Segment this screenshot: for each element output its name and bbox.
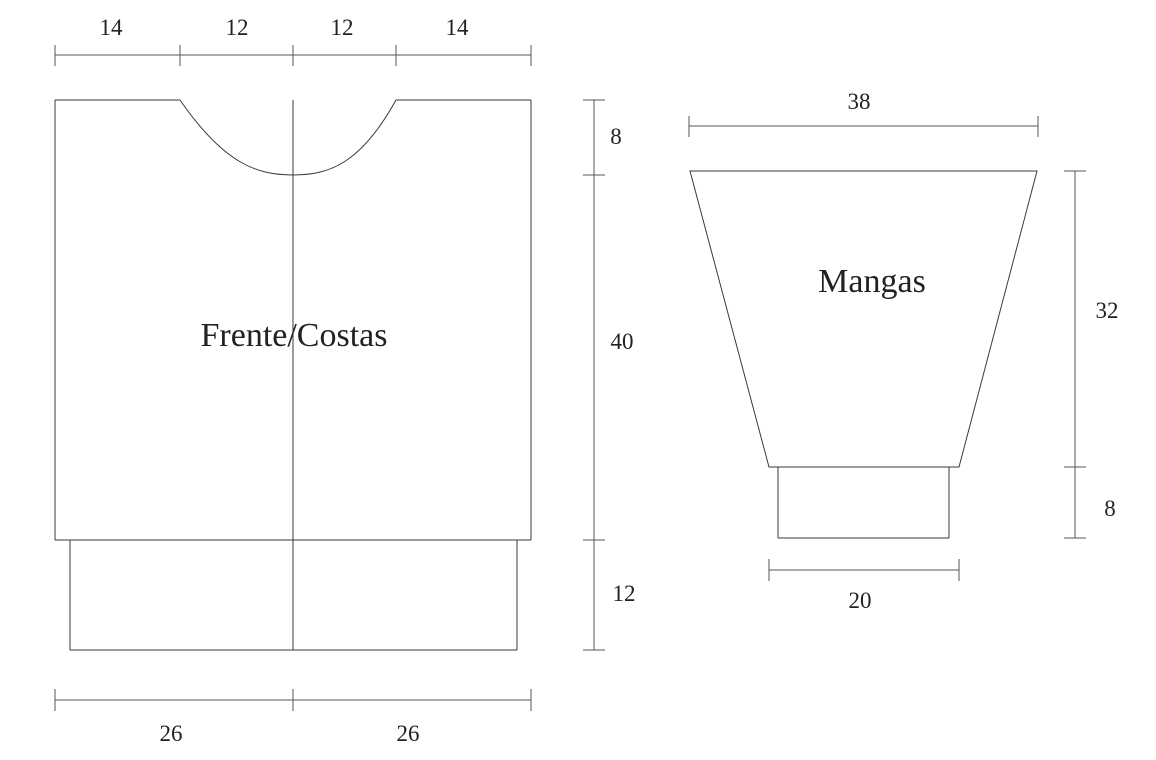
cuff-width-dimension: 20 <box>768 559 960 613</box>
sleeve-cuff <box>777 467 950 539</box>
rib-length-label: 12 <box>613 581 636 606</box>
bottom-width-dimension: 26 26 <box>54 689 532 746</box>
top-width-label-2: 12 <box>226 15 249 40</box>
sleeve-panel: 38 Mangas 32 8 20 <box>688 89 1119 613</box>
sleeve-height-dimension: 32 8 <box>1064 170 1119 539</box>
sleeve-outline <box>689 170 1038 468</box>
top-width-label-4: 14 <box>446 15 470 40</box>
sleeve-top-width-dimension: 38 <box>688 89 1039 137</box>
top-width-label-1: 14 <box>100 15 124 40</box>
sleeve-title: Mangas <box>818 263 926 300</box>
neckline-curve <box>179 99 397 176</box>
cuff-length-label: 8 <box>1104 496 1116 521</box>
front-back-title: Frente/Costas <box>201 317 388 354</box>
body-length-label: 40 <box>611 329 634 354</box>
bottom-width-label-2: 26 <box>397 721 420 746</box>
neck-depth-label: 8 <box>610 124 622 149</box>
body-ribbing <box>69 540 518 651</box>
sleeve-top-width-label: 38 <box>848 89 871 114</box>
front-back-panel: 14 12 12 14 Frente/Costas <box>54 15 636 746</box>
top-width-dimension: 14 12 12 14 <box>54 15 532 66</box>
top-width-label-3: 12 <box>331 15 354 40</box>
cuff-width-label: 20 <box>849 588 872 613</box>
body-outline <box>54 99 532 650</box>
sleeve-length-label: 32 <box>1096 298 1119 323</box>
bottom-width-label-1: 26 <box>160 721 183 746</box>
body-height-dimension: 8 40 12 <box>583 99 636 651</box>
